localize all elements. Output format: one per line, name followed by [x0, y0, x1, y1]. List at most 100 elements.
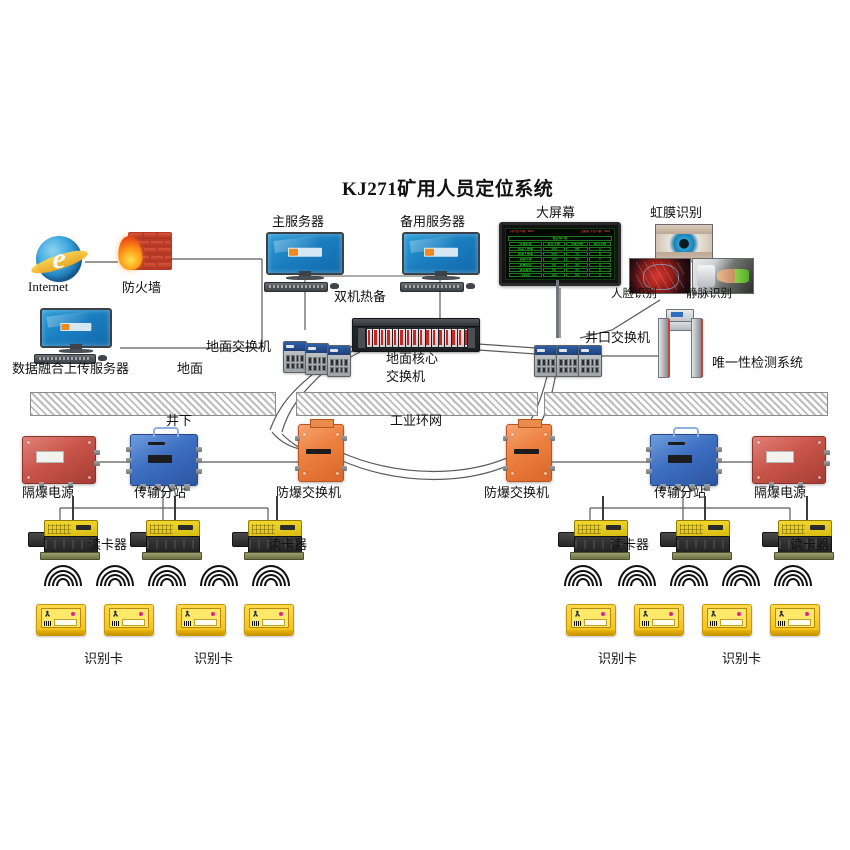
- ground-band-right: [544, 392, 828, 416]
- id-card-right-0: [566, 604, 616, 636]
- ex-switch-box-right: [503, 419, 555, 482]
- page-title: KJ271矿用人员定位系统: [342, 179, 554, 200]
- rack-line-card: [418, 328, 425, 347]
- screen-table-cell: 井底车场: [509, 267, 542, 272]
- signal-wave-right-3: [722, 565, 760, 586]
- vein-scan-photo-icon: [692, 258, 754, 294]
- id-card-face: [109, 608, 149, 629]
- screen-table-cell: 主斜井: [509, 272, 542, 277]
- ground-switch-unit-1: [283, 341, 307, 373]
- id-card-edge: [771, 630, 819, 635]
- reader-mount-bracket: [244, 552, 304, 560]
- id-card-face: [249, 608, 289, 629]
- id-card-right-2: [702, 604, 752, 636]
- id-card-face: [181, 608, 221, 629]
- internet-label: Internet: [28, 279, 69, 294]
- ring-network-label: 工业环网: [390, 413, 443, 428]
- screen-table-cell: 100: [543, 247, 565, 252]
- id-card-face: [41, 608, 81, 629]
- rack-line-card: [458, 328, 464, 347]
- signal-wave-left-4: [252, 565, 290, 586]
- id-card-face: [639, 608, 679, 629]
- wellhead-switch-unit-3: [578, 345, 602, 377]
- underground-area-label: 井下: [166, 413, 193, 428]
- card-reader-right-2: [762, 496, 834, 562]
- id-card-dot: [71, 611, 76, 616]
- screen-table-cell: 0: [589, 267, 611, 272]
- screen-table-header: 当前人数: [566, 242, 588, 247]
- reader-mount-bracket: [570, 552, 630, 560]
- signal-wave-right-2: [670, 565, 708, 586]
- screen-table-cell: 20: [566, 262, 588, 267]
- id-card-strip: [122, 618, 145, 627]
- reader-mount-bracket: [142, 552, 202, 560]
- id-card-face: [571, 608, 611, 629]
- upload-server-keyboard-icon: [34, 354, 96, 364]
- reader-top-panel: [146, 520, 200, 540]
- rack-line-card: [445, 328, 451, 347]
- reader-antenna-icon: [704, 496, 706, 520]
- ex-switch-box-left: [295, 419, 347, 482]
- id-card-right-1: [634, 604, 684, 636]
- rack-line-card: [392, 328, 399, 347]
- security-gate-icon: [658, 309, 703, 378]
- id-card-strip: [194, 618, 217, 627]
- id-card-edge: [105, 630, 153, 635]
- id-card-label-left-1: 识别卡: [84, 651, 124, 666]
- iris-photo-icon: [655, 224, 713, 262]
- face-scan-photo-icon: [629, 258, 691, 294]
- power-supply-label-left: 隔爆电源: [22, 485, 75, 500]
- rack-chassis-icon: [352, 318, 480, 352]
- core-switch-label-line2: 交换机: [386, 369, 426, 384]
- id-card-left-2: [176, 604, 226, 636]
- reader-mount-bracket: [774, 552, 834, 560]
- screen-table-cell: 0: [589, 247, 611, 252]
- main-server-keyboard-icon: [264, 282, 328, 292]
- backup-server-mouse-icon: [466, 283, 475, 289]
- substation-label-right: 传输分站: [654, 485, 707, 500]
- main-server-computer-icon: [266, 232, 344, 288]
- signal-wave-left-0: [44, 565, 82, 586]
- reader-antenna-icon: [602, 496, 604, 520]
- screen-table-cell: 68: [566, 247, 588, 252]
- screen-table-cell: 0: [589, 272, 611, 277]
- screen-subtitle: 各区域人数: [508, 236, 612, 242]
- id-card-strip: [720, 618, 743, 627]
- ex-switch-label-right: 防爆交换机: [484, 485, 550, 500]
- screen-table-cell: 100: [543, 252, 565, 257]
- big-screen-pole: [556, 280, 559, 338]
- rack-line-card: [412, 328, 418, 347]
- id-card-edge: [37, 630, 85, 635]
- card-reader-left-2: [232, 496, 304, 562]
- screen-table-cell: 72: [566, 252, 588, 257]
- id-card-strip: [54, 618, 77, 627]
- reader-antenna-icon: [806, 496, 808, 520]
- signal-wave-right-1: [618, 565, 656, 586]
- signal-wave-left-1: [96, 565, 134, 586]
- screen-table-cell: 50: [543, 267, 565, 272]
- rack-line-card: [425, 328, 432, 347]
- substation-label-left: 传输分站: [134, 485, 187, 500]
- reader-antenna-icon: [72, 496, 74, 520]
- id-card-strip: [262, 618, 285, 627]
- id-card-dot: [279, 611, 284, 616]
- id-card-label-right-1: 识别卡: [598, 651, 638, 666]
- screen-table-cell: 综采工作面: [509, 247, 542, 252]
- id-card-edge: [245, 630, 293, 635]
- id-card-label-left-2: 识别卡: [194, 651, 234, 666]
- face-label: 人脸识别: [611, 288, 657, 300]
- id-card-left-1: [104, 604, 154, 636]
- id-card-left-3: [244, 604, 294, 636]
- upload-server-mouse-icon: [98, 355, 107, 361]
- iris-label: 虹膜识别: [650, 205, 703, 220]
- uniqueness-system-label: 唯一性检测系统: [712, 355, 804, 370]
- screen-header-left: 井下总人数：800: [510, 230, 534, 233]
- reader-label-left-2: 读卡器: [268, 537, 308, 552]
- screen-table-cell: 0: [589, 257, 611, 262]
- id-card-dot: [669, 611, 674, 616]
- power-supply-label-right: 隔爆电源: [754, 485, 807, 500]
- rack-line-card: [399, 328, 405, 347]
- id-card-strip: [788, 618, 811, 627]
